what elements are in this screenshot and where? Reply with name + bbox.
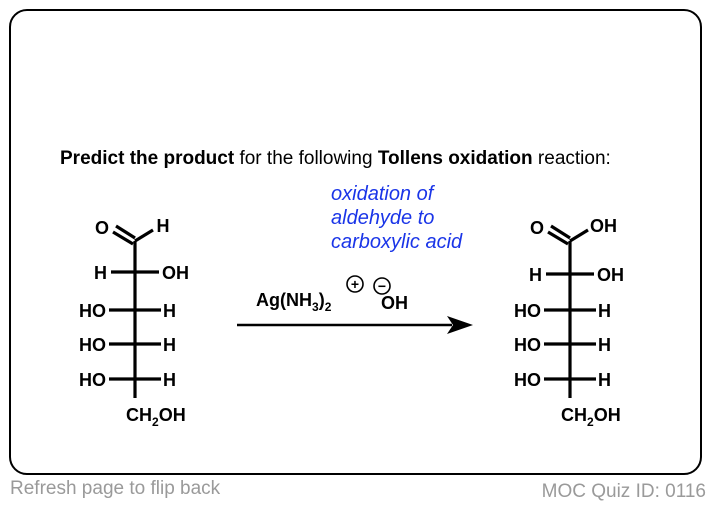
atom-label-ch2oh: CH2OH: [126, 405, 186, 429]
reagent-formula: Ag(NH3)2: [256, 290, 332, 314]
minus-charge-icon: [373, 277, 391, 295]
prompt-text-2: reaction:: [532, 148, 611, 169]
atom-label: CH: [561, 405, 587, 425]
question-prompt: Predict the product for the following To…: [60, 148, 611, 170]
atom-label: CH: [126, 405, 152, 425]
atom-label: OH: [162, 263, 189, 283]
subscript: 3: [312, 300, 319, 314]
atom-label: H: [94, 263, 107, 283]
charge-sign: −: [378, 278, 386, 294]
atom-label: OH: [590, 216, 617, 236]
prompt-bold-1: Predict the product: [60, 148, 235, 169]
bond: [112, 230, 134, 246]
atom-label: HO: [514, 335, 541, 355]
atom-label: H: [157, 216, 170, 236]
reactant-structure: O H H OH HO H HO H HO H CH2OH: [79, 216, 189, 429]
reagent: Ag(NH3)2 + − OH: [256, 275, 408, 314]
quiz-card: [9, 9, 702, 475]
atom-label: OH: [594, 405, 621, 425]
quiz-id: MOC Quiz ID: 0116: [541, 481, 706, 502]
atom-label: HO: [79, 301, 106, 321]
reaction-annotation: oxidation of aldehyde to carboxylic acid: [331, 182, 462, 254]
subscript: 2: [325, 300, 332, 314]
arrow-head-icon: [447, 316, 473, 334]
atom-label-ch2oh: CH2OH: [561, 405, 621, 429]
refresh-hint: Refresh page to flip back: [10, 478, 221, 499]
plus-charge-icon: [346, 275, 364, 293]
atom-label: OH: [159, 405, 186, 425]
subscript: 2: [152, 415, 159, 429]
atom-label: HO: [79, 335, 106, 355]
product-structure: O OH H OH HO H HO H HO H CH2OH: [514, 216, 624, 429]
annotation-line: carboxylic acid: [331, 231, 463, 253]
annotation-line: aldehyde to: [331, 207, 435, 229]
atom-label: H: [598, 335, 611, 355]
atom-label: O: [95, 218, 109, 238]
reagent-text: ): [319, 290, 325, 310]
atom-label: H: [163, 370, 176, 390]
atom-label: H: [598, 370, 611, 390]
atom-label: OH: [597, 265, 624, 285]
reaction-arrow: [237, 316, 473, 334]
bond: [547, 230, 569, 246]
subscript: 2: [587, 415, 594, 429]
bond: [550, 224, 571, 240]
atom-label: H: [529, 265, 542, 285]
counter-ion: OH: [381, 293, 408, 313]
atom-label: HO: [514, 370, 541, 390]
bond: [115, 224, 136, 240]
bond: [134, 228, 154, 243]
atom-label: HO: [514, 301, 541, 321]
atom-label: H: [598, 301, 611, 321]
charge-sign: +: [351, 276, 359, 292]
reagent-text: Ag(NH: [256, 290, 312, 310]
atom-label: H: [163, 335, 176, 355]
atom-label: H: [163, 301, 176, 321]
prompt-text-1: for the following: [234, 148, 378, 169]
bond: [569, 228, 589, 243]
atom-label: O: [530, 218, 544, 238]
atom-label: HO: [79, 370, 106, 390]
annotation-line: oxidation of: [331, 183, 434, 205]
prompt-bold-2: Tollens oxidation: [377, 148, 533, 169]
